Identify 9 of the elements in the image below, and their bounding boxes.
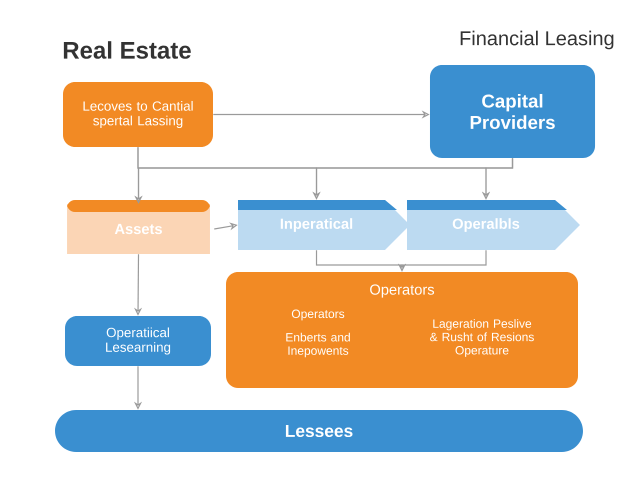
heading: Real Estate (64, 41, 191, 59)
process-box: Operatiical Lesearning (65, 316, 211, 366)
chevron-box: Inperatical (238, 200, 410, 250)
tab-box: Assets (67, 200, 210, 254)
process-box: Capital Providers (430, 64, 596, 158)
process-box: Lecoves to Cantial spertal Lassing (63, 82, 213, 148)
bar-box: Lessees (55, 410, 583, 452)
process-box: Operators Operators Enberts and Inepowents Lageration Peslive & Rusht of Resions Operature (226, 272, 578, 388)
chevron-box: Operalbls (407, 200, 580, 250)
